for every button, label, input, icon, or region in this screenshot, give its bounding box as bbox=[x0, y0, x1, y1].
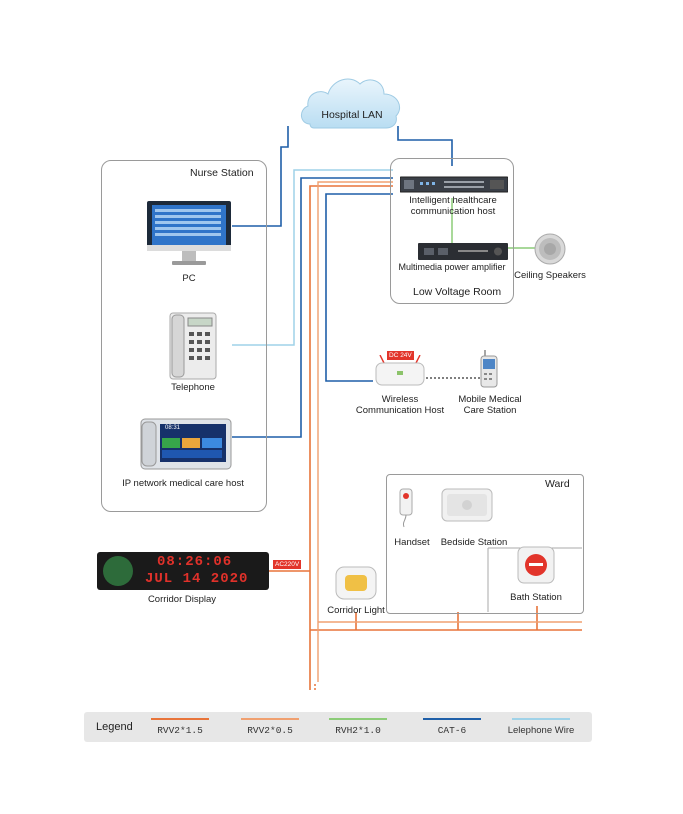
nurse-station-title: Nurse Station bbox=[190, 167, 254, 179]
cloud-label: Hospital LAN bbox=[321, 109, 383, 121]
amplifier-icon[interactable] bbox=[418, 243, 508, 261]
ip-host-screen-time: 08:31 bbox=[165, 425, 181, 431]
handset-label: Handset bbox=[394, 537, 430, 548]
telephone-icon[interactable] bbox=[168, 312, 218, 380]
display-time: 08:26:06 bbox=[157, 554, 233, 570]
pc-label: PC bbox=[182, 273, 196, 284]
ac220v-tag: AC220V bbox=[273, 560, 302, 569]
wire-cat6-wireless bbox=[325, 193, 393, 382]
display-logo-icon bbox=[103, 556, 133, 586]
wire-telephone bbox=[232, 169, 393, 346]
ward-title: Ward bbox=[545, 478, 570, 490]
corridor-light-label: Corridor Light bbox=[327, 605, 385, 616]
legend-item-cat6: CAT-6 bbox=[418, 718, 486, 736]
corridor-display-label: Corridor Display bbox=[147, 594, 217, 605]
dc24v-tag: DC 24V bbox=[387, 351, 414, 360]
communication-host-icon[interactable] bbox=[400, 175, 508, 195]
pc-icon[interactable] bbox=[146, 200, 232, 266]
ip-host-label: IP network medical care host bbox=[122, 478, 244, 489]
legend-label: Lelephone Wire bbox=[507, 725, 575, 736]
legend-line bbox=[512, 718, 570, 720]
telephone-label: Telephone bbox=[171, 382, 215, 393]
ip-host-icon[interactable] bbox=[140, 418, 232, 470]
legend-item-rvh: RVH2*1.0 bbox=[324, 718, 392, 736]
bath-station-icon[interactable] bbox=[517, 546, 555, 584]
wireless-host-label: Wireless Communication Host bbox=[355, 394, 445, 416]
mobile-station-icon[interactable] bbox=[480, 350, 498, 388]
amplifier-label: Multimedia power amplifier bbox=[398, 262, 506, 272]
display-date: JUL 14 2020 bbox=[145, 571, 249, 587]
communication-host-label: Intelligent healthcare communication hos… bbox=[409, 195, 497, 217]
legend-line bbox=[241, 718, 299, 720]
legend-line bbox=[151, 718, 209, 720]
nurse-station-box bbox=[101, 160, 267, 512]
ceiling-speakers-label: Ceiling Speakers bbox=[514, 270, 586, 281]
legend-label: RVV2*1.5 bbox=[157, 725, 203, 736]
wire-rvv05 bbox=[317, 181, 393, 682]
handset-icon[interactable] bbox=[398, 488, 414, 528]
legend-item-rvv15: RVV2*1.5 bbox=[146, 718, 214, 736]
bedside-station-icon[interactable] bbox=[441, 488, 493, 522]
legend-item-telephone: Lelephone Wire bbox=[498, 718, 584, 736]
corridor-display[interactable]: 08:26:06 JUL 14 2020 bbox=[97, 552, 269, 590]
bedside-station-label: Bedside Station bbox=[440, 537, 508, 548]
legend-label: RVH2*1.0 bbox=[335, 725, 381, 736]
ward-box bbox=[386, 474, 584, 614]
legend-item-rvv05: RVV2*0.5 bbox=[236, 718, 304, 736]
legend-line bbox=[329, 718, 387, 720]
bath-station-label: Bath Station bbox=[510, 592, 562, 603]
wire-cat6-lan-host bbox=[397, 126, 453, 166]
cloud-icon bbox=[301, 78, 400, 129]
wireless-host-icon[interactable] bbox=[374, 355, 426, 387]
mobile-station-label: Mobile Medical Care Station bbox=[458, 394, 522, 416]
low-voltage-room-title: Low Voltage Room bbox=[413, 286, 502, 298]
corridor-light-icon[interactable] bbox=[335, 566, 377, 600]
wire-cat6-lan-pc bbox=[232, 126, 289, 227]
legend: Legend RVV2*1.5 RVV2*0.5 RVH2*1.0 CAT-6 … bbox=[84, 712, 592, 742]
legend-line bbox=[423, 718, 481, 720]
ceiling-speaker-icon[interactable] bbox=[534, 233, 566, 265]
legend-title: Legend bbox=[96, 721, 133, 733]
wire-rvv15-main bbox=[309, 185, 393, 690]
legend-label: CAT-6 bbox=[437, 725, 467, 736]
low-voltage-room-box bbox=[390, 158, 514, 304]
legend-label: RVV2*0.5 bbox=[247, 725, 293, 736]
